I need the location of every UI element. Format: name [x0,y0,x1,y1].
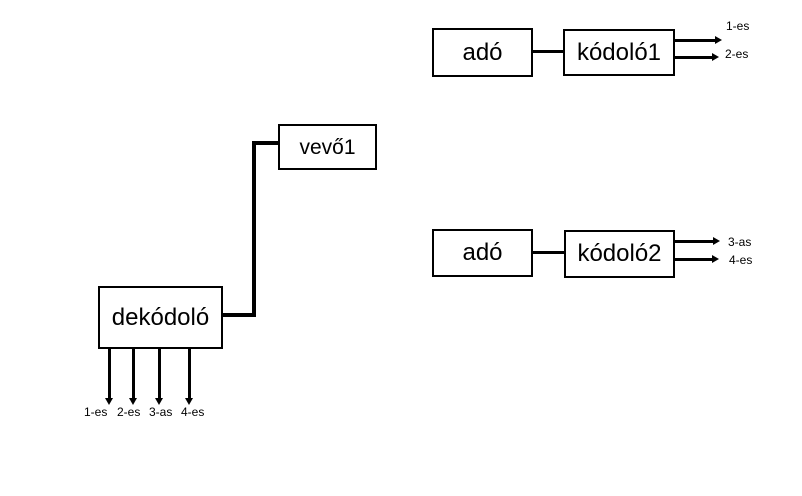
box-receiver-1: vevő1 [278,124,377,170]
arrowhead-down-icon [105,398,113,405]
box-transmitter-2: adó [432,229,533,277]
box-encoder-2-label: kódoló2 [577,240,662,267]
arrowhead-right-icon [713,237,720,245]
arrowhead-right-icon [712,255,719,263]
arrowhead-down-icon [185,398,193,405]
pin-label-decoder-output-4: 4-es [181,405,205,419]
box-encoder-1: kódoló1 [563,29,675,76]
wire-encoder1-output-1 [675,39,715,42]
wire-decoder-output-4 [188,349,191,398]
pin-label-encoder2-output-1: 3-as [728,235,752,249]
pin-label-encoder1-output-1: 1-es [726,19,750,33]
wire-encoder1-output-2 [675,56,712,59]
box-encoder-2: kódoló2 [564,230,675,278]
arrowhead-down-icon [155,398,163,405]
wire-decoder-output-2 [132,349,135,398]
box-receiver-1-label: vevő1 [299,135,356,159]
pin-label-decoder-output-2: 2-es [117,405,141,419]
pin-label-encoder2-output-2: 4-es [729,253,753,267]
box-decoder-label: dekódoló [111,303,210,331]
wire-encoder2-output-2 [675,258,712,261]
wire-transmitter2-encoder2 [533,251,564,254]
pin-label-decoder-output-1: 1-es [84,405,108,419]
box-transmitter-2-label: adó [462,239,503,266]
box-encoder-1-label: kódoló1 [576,38,662,66]
wire-encoder2-output-1 [675,240,713,243]
wire-decoder-output-1 [108,349,111,398]
wire-transmitter1-encoder1 [533,50,563,53]
wire-decoder-output-3 [158,349,161,398]
arrowhead-right-icon [715,36,722,44]
box-decoder: dekódoló [98,286,223,349]
pin-label-decoder-output-3: 3-as [149,405,173,419]
wire-receiver-horizontal [252,141,278,145]
arrowhead-right-icon [712,53,719,61]
wire-decoder-receiver-vertical [252,141,256,317]
arrowhead-down-icon [129,398,137,405]
box-transmitter-1: adó [432,28,533,77]
wire-decoder-horizontal [223,313,256,317]
box-transmitter-1-label: adó [462,38,503,66]
pin-label-encoder1-output-2: 2-es [725,47,749,61]
